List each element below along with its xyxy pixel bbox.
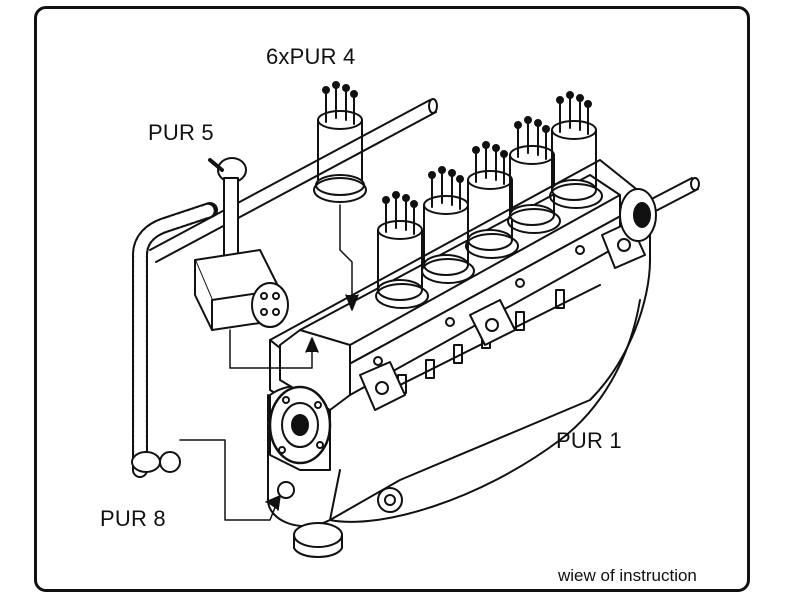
pur5-part: [194, 157, 289, 331]
rear-cover: [619, 188, 657, 242]
cylinder-4: [507, 116, 561, 234]
label-pur4: 6xPUR 4: [266, 44, 356, 69]
cylinder-2: [421, 166, 475, 284]
cylinder-5: [549, 91, 603, 209]
mount-brackets: [359, 221, 646, 411]
cylinder-row: [375, 91, 603, 309]
cylinder-3: [465, 141, 519, 259]
coiled-hose: [131, 202, 218, 478]
label-pur1: PUR 1: [556, 428, 622, 453]
cylinder-1: [375, 191, 429, 309]
detached-cylinder: [313, 81, 367, 203]
front-pulley: [268, 385, 332, 465]
assembly-arrows: [179, 204, 359, 521]
camshaft-rod: [149, 98, 438, 263]
label-pur5: PUR 5: [148, 120, 214, 145]
caption-text: wiew of instruction: [558, 566, 697, 585]
label-pur8: PUR 8: [100, 506, 166, 531]
lower-housing: [277, 481, 403, 558]
